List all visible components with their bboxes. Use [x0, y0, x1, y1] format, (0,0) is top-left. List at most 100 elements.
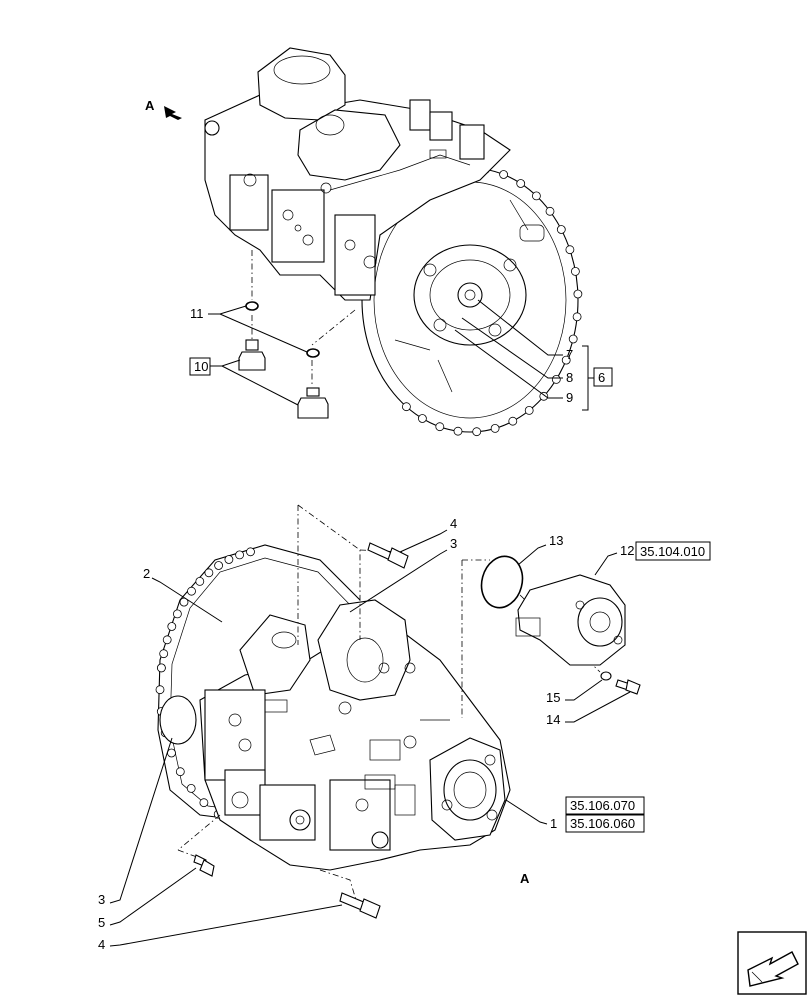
housing-tooth: [187, 586, 196, 596]
callout-3-upper-label: 3: [450, 536, 457, 551]
part-15-washer: [600, 671, 612, 681]
callout-group-7-8-9: 7 8 9 6: [454, 299, 613, 411]
callout-10: 10: [189, 357, 299, 406]
callout-13: 13: [517, 533, 563, 566]
housing-tooth: [417, 414, 427, 423]
callout-3-lower: 3: [98, 737, 173, 907]
callout-4-upper: 4: [399, 516, 457, 553]
callout-1: 35.106.070 35.106.060 1: [505, 796, 645, 833]
part-10-fitting-lower: [297, 387, 329, 419]
housing-tooth: [159, 649, 169, 659]
housing-tooth: [545, 206, 555, 216]
view-marker-a-top: A: [145, 98, 155, 113]
housing-tooth: [172, 609, 182, 619]
callout-11-label: 11: [190, 306, 204, 321]
housing-tooth: [204, 568, 214, 578]
callout-3-upper: 3: [349, 536, 457, 613]
top-flywheel-housing: [361, 163, 583, 437]
housing-tooth: [472, 427, 482, 437]
part-4-bolt-upper: [367, 542, 409, 569]
housing-tooth: [551, 374, 561, 384]
part-2-flywheel-housing: [155, 544, 361, 821]
callout-8-label: 8: [566, 370, 573, 385]
callout-2: 2: [143, 566, 223, 623]
housing-tooth: [401, 402, 411, 412]
housing-tooth: [572, 312, 582, 322]
housing-tooth: [175, 767, 185, 777]
part-11-o-ring-upper: [245, 301, 259, 311]
callout-15-label: 15: [546, 690, 560, 705]
top-view-marker: A: [145, 98, 182, 120]
callout-12-label: 12: [620, 543, 634, 558]
housing-tooth: [235, 550, 245, 560]
callout-14-label: 14: [546, 712, 560, 727]
callout-10-label: 10: [194, 359, 208, 374]
callout-11: 11: [190, 305, 308, 353]
callout-6-label: 6: [598, 370, 605, 385]
housing-tooth: [195, 577, 205, 586]
housing-tooth: [435, 422, 445, 432]
housing-tooth: [568, 334, 578, 344]
housing-tooth: [167, 748, 176, 758]
part-13-o-ring: [480, 555, 524, 609]
housing-tooth: [571, 266, 580, 276]
part-12-gear-pump: [515, 574, 626, 666]
housing-tooth: [156, 663, 166, 673]
housing-tooth: [565, 245, 575, 255]
callout-14: 14: [546, 691, 631, 727]
housing-tooth: [524, 405, 534, 415]
housing-tooth: [453, 426, 463, 436]
callout-5-label: 5: [98, 915, 105, 930]
callout-4-upper-label: 4: [450, 516, 457, 531]
reference-35-104-010: 35.104.010: [640, 544, 705, 559]
reference-35-106-060: 35.106.060: [570, 816, 635, 831]
housing-tooth: [246, 547, 255, 557]
housing-tooth: [490, 423, 500, 433]
callout-3-lower-label: 3: [98, 892, 105, 907]
reference-35-106-060-box: [565, 814, 645, 833]
housing-tooth: [573, 289, 583, 299]
housing-tooth: [214, 561, 224, 570]
callout-2-label: 2: [143, 566, 150, 581]
housing-tooth: [179, 597, 189, 607]
housing-tooth: [224, 555, 234, 564]
housing-tooth: [532, 191, 541, 201]
callout-7-label: 7: [566, 347, 573, 362]
part-4-bolt-lower: [339, 892, 381, 919]
reference-35-104-010-box: [635, 541, 711, 561]
top-pump-assembly: [204, 47, 583, 437]
reference-35-106-070: 35.106.070: [570, 798, 635, 813]
callout-9-label: 9: [566, 390, 573, 405]
housing-tooth: [155, 685, 165, 695]
top-pump-body: [204, 47, 511, 301]
part-1-main-pump: [199, 599, 511, 871]
callout-4-lower: 4: [98, 904, 343, 952]
housing-tooth: [516, 179, 526, 188]
housing-tooth: [499, 170, 509, 179]
bottom-pump-assembly: [155, 504, 641, 919]
housing-tooth: [539, 391, 549, 401]
callout-13-label: 13: [549, 533, 563, 548]
callout-15: 15: [546, 679, 603, 705]
housing-tooth: [556, 225, 566, 234]
part-5-bolt: [193, 854, 215, 877]
part-14-bolt: [615, 679, 641, 695]
housing-tooth: [186, 784, 196, 793]
part-11-o-ring-lower: [306, 348, 320, 358]
callout-5: 5: [98, 867, 197, 930]
reference-35-106-070-box: [565, 796, 645, 815]
next-page-arrow-icon[interactable]: [737, 931, 807, 995]
callout-12: 12 35.104.010: [594, 541, 711, 576]
callout-4-lower-label: 4: [98, 937, 105, 952]
housing-tooth: [561, 355, 571, 365]
view-marker-a-bottom: A: [520, 871, 530, 886]
part-3-plug-left: [159, 695, 197, 745]
callout-6-box: [593, 367, 613, 387]
housing-tooth: [167, 622, 177, 631]
view-arrow-icon: [164, 106, 182, 120]
housing-tooth: [199, 798, 209, 808]
housing-tooth: [162, 635, 172, 645]
housing-tooth: [508, 416, 518, 426]
callout-1-label: 1: [550, 816, 557, 831]
